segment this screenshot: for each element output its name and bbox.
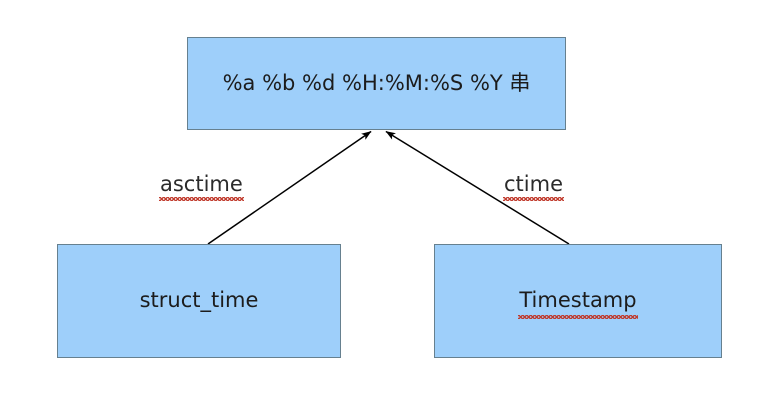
node-format-string[interactable]: %a %b %d %H:%M:%S %Y 串 [187,37,566,130]
edge-label-ctime: ctime [503,172,564,201]
node-timestamp[interactable]: Timestamp [434,244,722,358]
node-struct-time[interactable]: struct_time [57,244,341,358]
edge-label-asctime: asctime [159,172,244,201]
node-format-string-label: %a %b %d %H:%M:%S %Y 串 [222,70,531,95]
edge-label-asctime-text: asctime [159,172,244,201]
node-struct-time-label: struct_time [139,288,259,313]
edge-label-ctime-text: ctime [503,172,564,201]
node-timestamp-label: Timestamp [518,288,638,319]
